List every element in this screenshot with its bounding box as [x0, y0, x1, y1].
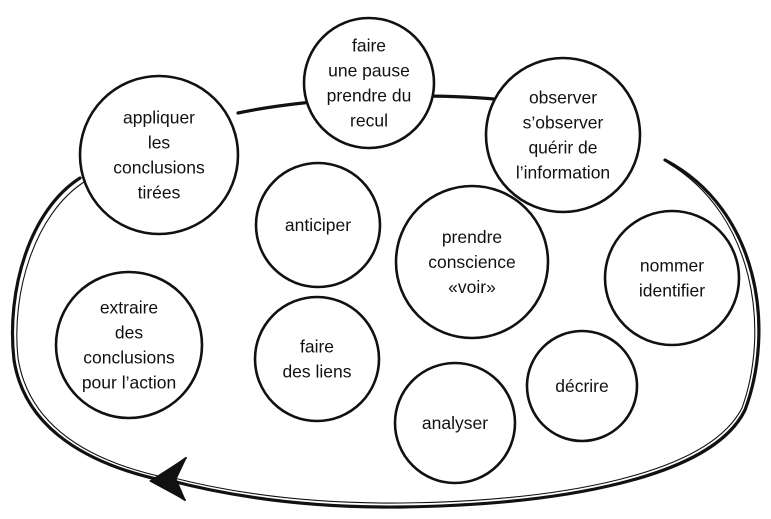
- node-label-line: faire: [352, 36, 386, 56]
- node-label-line: recul: [350, 111, 388, 131]
- node-circle: [484, 56, 642, 214]
- node-label-line: décrire: [555, 376, 609, 396]
- arrow-head-icon: [149, 457, 187, 501]
- node-prendre: prendre conscience «voir»: [394, 184, 550, 340]
- node-nommer: nommer identifier: [603, 209, 741, 347]
- node-circle: [603, 209, 741, 347]
- node-label-line: conclusions: [83, 348, 175, 368]
- node-label-line: prendre du: [327, 86, 412, 106]
- node-label-line: observer: [529, 88, 597, 108]
- node-circle: [394, 184, 550, 340]
- node-circle: [525, 329, 639, 443]
- node-liens: faire des liens: [253, 295, 381, 423]
- node-circle: [54, 270, 204, 420]
- node-anticiper: anticiper: [254, 161, 382, 289]
- node-decrire: décrire: [525, 329, 639, 443]
- node-label-line: des: [115, 323, 143, 343]
- node-circle: [302, 16, 436, 150]
- node-label-line: pour l’action: [82, 373, 176, 393]
- node-label-line: anticiper: [285, 215, 351, 235]
- node-pause: faire une pause prendre du recul: [302, 16, 436, 150]
- node-label-line: les: [148, 133, 171, 153]
- node-label-line: identifier: [639, 281, 705, 301]
- node-label-line: une pause: [328, 61, 410, 81]
- node-label-line: appliquer: [123, 108, 195, 128]
- node-label-line: faire: [300, 337, 334, 357]
- node-label-line: l’information: [516, 163, 610, 183]
- node-label-line: s’observer: [523, 113, 604, 133]
- node-label-line: «voir»: [448, 277, 496, 297]
- node-label-line: des liens: [282, 362, 351, 382]
- node-label-line: analyser: [422, 413, 488, 433]
- node-label-line: conscience: [428, 252, 516, 272]
- node-appliquer: appliquer les conclusions tirées: [78, 74, 240, 236]
- node-label-line: tirées: [138, 183, 181, 203]
- node-observer: observer s’observer quérir de l’information: [484, 56, 642, 214]
- node-circle: [254, 161, 382, 289]
- node-label-line: conclusions: [113, 158, 205, 178]
- node-extraire: extraire des conclusions pour l’action: [54, 270, 204, 420]
- node-label-line: prendre: [442, 227, 502, 247]
- node-circle: [253, 295, 381, 423]
- node-label-line: nommer: [640, 256, 704, 276]
- node-circle: [78, 74, 240, 236]
- node-circle: [393, 361, 517, 485]
- node-analyser: analyser: [393, 361, 517, 485]
- node-label-line: extraire: [100, 298, 158, 318]
- node-label-line: quérir de: [528, 138, 597, 158]
